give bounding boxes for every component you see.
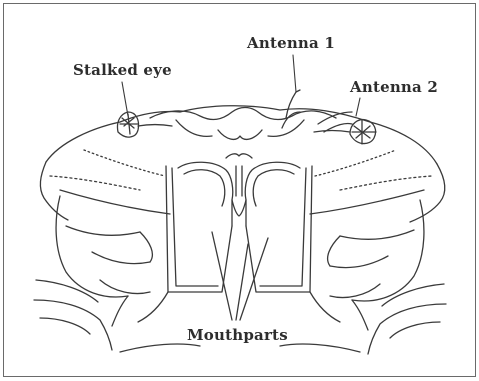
mouthparts-structure <box>166 154 312 320</box>
stalked-eye-left <box>117 112 172 137</box>
carapace-outline <box>40 106 444 222</box>
stalked-eye-label: Stalked eye <box>73 61 172 79</box>
right-chelipeds <box>328 200 446 354</box>
antenna-1-label: Antenna 1 <box>247 34 335 52</box>
left-chelipeds <box>34 196 152 350</box>
antenna-2-label: Antenna 2 <box>350 78 438 96</box>
mouthparts-label: Mouthparts <box>187 326 288 344</box>
